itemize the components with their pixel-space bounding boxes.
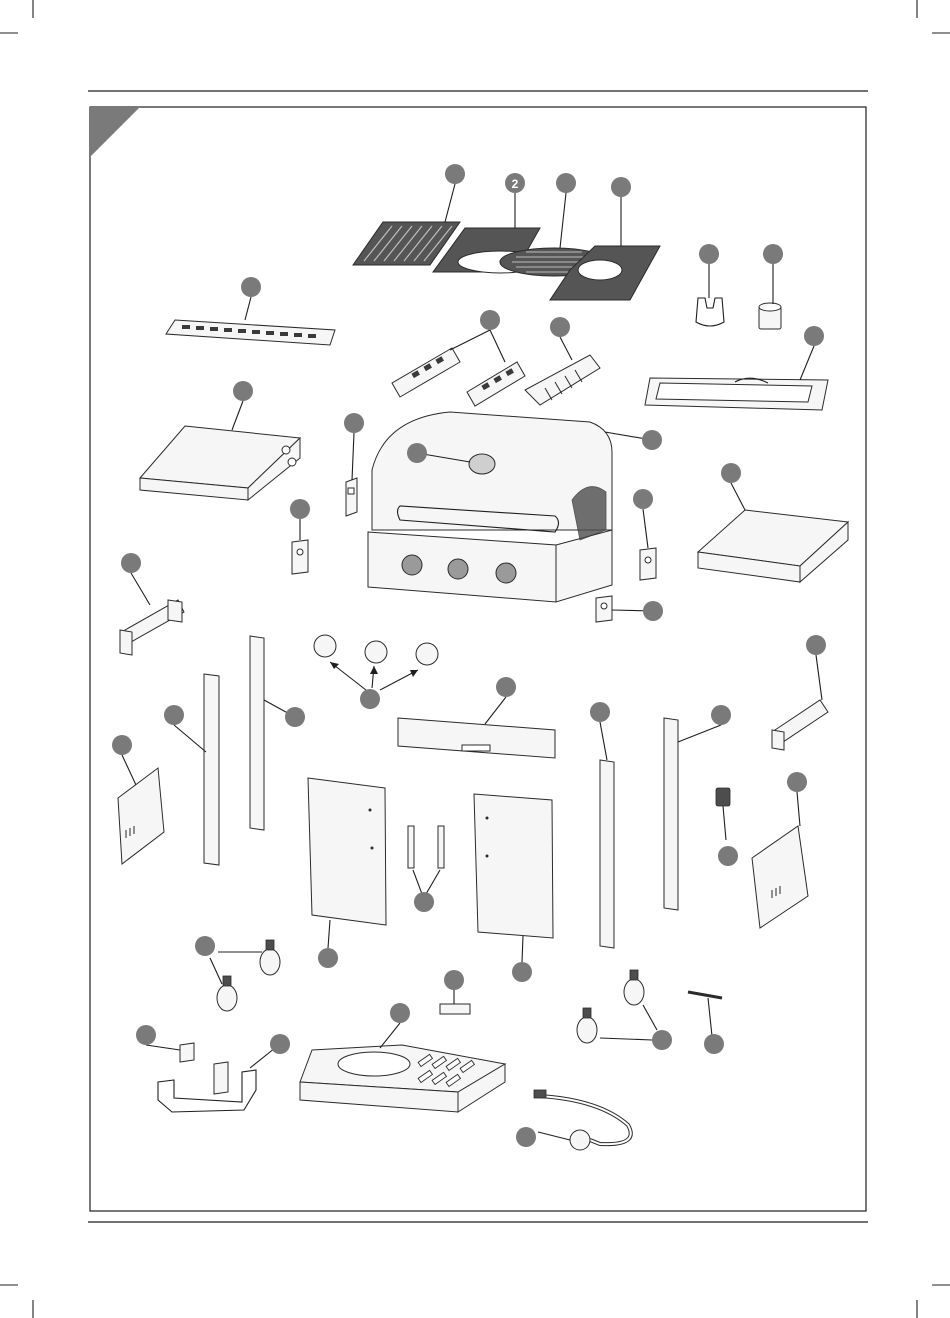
callout-label-2: 2	[512, 177, 519, 191]
callout-leg-right-front	[590, 702, 610, 722]
igniter	[716, 788, 730, 840]
warming-rack	[166, 320, 335, 345]
side-shelf-right	[698, 510, 848, 582]
callout-bracket-b	[290, 499, 310, 519]
callout-door-handles	[414, 892, 434, 912]
leg-left-front	[204, 674, 219, 865]
callout-grease-cup	[763, 244, 783, 264]
callout-leg-left-rear	[285, 707, 305, 727]
callout-cooking-grate-left	[445, 164, 465, 184]
callout-casters	[652, 1030, 672, 1050]
control-knobs	[314, 635, 438, 690]
callout-bottom-shelf	[390, 1003, 410, 1023]
bracket-c	[640, 548, 656, 580]
callout-side-panel-right	[787, 772, 807, 792]
callout-grease-tray	[804, 326, 824, 346]
leg-right-rear	[664, 718, 678, 910]
callout-side-panel-left	[112, 735, 132, 755]
callout-leg-left-front	[164, 705, 184, 725]
callout-tank-bracket	[136, 1025, 156, 1045]
casters-locking	[210, 940, 280, 1011]
leg-left-rear	[250, 636, 264, 830]
gas-hose-regulator	[534, 1090, 631, 1150]
control-knob-left	[402, 555, 422, 575]
callout-shelf-support-right	[806, 635, 826, 655]
control-knob-right	[496, 563, 516, 583]
callout-thermometer	[407, 443, 427, 463]
callout-bracket-c	[633, 489, 653, 509]
tank-bracket	[158, 1043, 256, 1112]
side-shelf-left	[140, 426, 300, 500]
grease-tray	[645, 378, 828, 410]
callout-leg-right-rear	[711, 705, 731, 725]
callout-warming-rack	[241, 277, 261, 297]
callout-control-knobs	[360, 689, 380, 709]
callout-side-shelf-right	[721, 463, 741, 483]
side-panel-left	[118, 768, 164, 864]
callout-front-panel	[496, 677, 516, 697]
shelf-support-left	[120, 600, 184, 655]
shelf-support-right	[772, 700, 828, 750]
corner-tab	[90, 107, 140, 157]
callout-bracket-a	[344, 413, 364, 433]
callout-grease-cup-holder	[699, 244, 719, 264]
callout-grill-head	[642, 430, 662, 450]
casters	[577, 970, 657, 1043]
callout-door-right	[512, 962, 532, 982]
callout-tank-hook	[444, 970, 464, 990]
diagram-frame	[90, 107, 866, 1211]
callout-door-left	[318, 948, 338, 968]
bracket-a	[346, 478, 357, 516]
leg-right-front	[600, 760, 614, 948]
callout-burner	[550, 317, 570, 337]
tank-hook	[440, 1004, 470, 1014]
leader-lines	[122, 184, 822, 1068]
grease-cup	[759, 303, 781, 329]
bracket-b	[292, 540, 308, 574]
bottom-shelf	[300, 1045, 505, 1112]
side-panel-right	[752, 826, 808, 928]
callout-tank-bracket-right	[270, 1034, 290, 1054]
flame-tamers	[392, 348, 525, 406]
callout-match-holder	[704, 1034, 724, 1054]
burner	[525, 355, 600, 405]
callout-gas-hose-regulator	[516, 1127, 536, 1147]
match-holder	[688, 992, 722, 1036]
door-handles	[408, 826, 444, 894]
door-left	[308, 778, 386, 925]
grease-cup-holder	[696, 298, 724, 326]
callout-flame-tamers	[480, 310, 500, 330]
door-right	[474, 794, 553, 938]
thermometer	[469, 454, 495, 474]
callout-bracket-d	[643, 601, 663, 621]
callout-casters-locking	[195, 936, 215, 956]
callout-cooking-grate-insert-frame: 2	[505, 173, 525, 193]
grill-head	[368, 412, 612, 602]
control-knob-center	[448, 559, 468, 579]
callout-side-shelf-left	[233, 381, 253, 401]
callout-round-grate-insert	[556, 173, 576, 193]
callout-igniter	[718, 846, 738, 866]
callout-shelf-support-left	[121, 553, 141, 573]
front-panel	[398, 718, 555, 758]
callout-cooking-grate-right	[611, 177, 631, 197]
bracket-d	[596, 596, 612, 622]
